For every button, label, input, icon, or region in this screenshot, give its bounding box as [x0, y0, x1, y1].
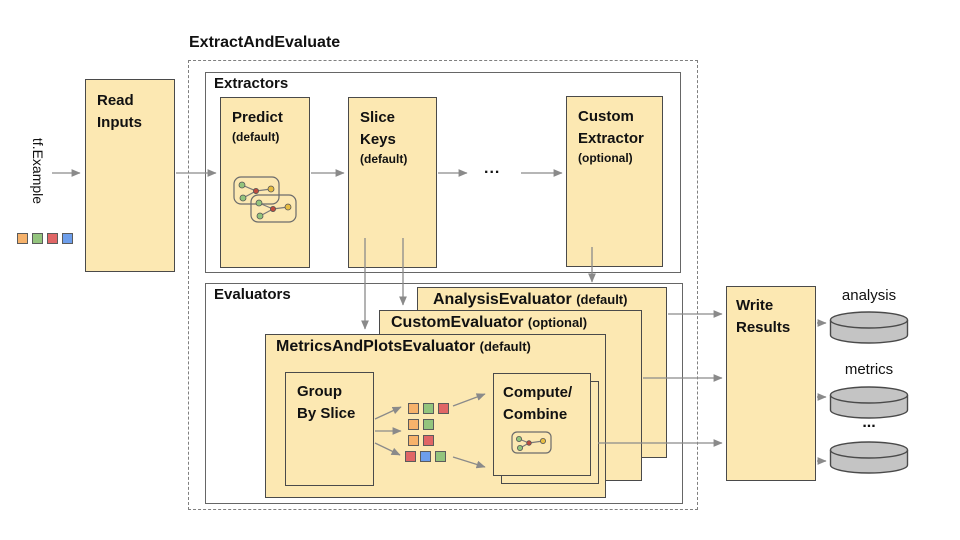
- slice-keys-title: Slice Keys: [360, 109, 396, 148]
- analysis-output-label: analysis: [841, 287, 897, 304]
- evaluators-label: Evaluators: [214, 286, 291, 303]
- compute-combine-box: Compute/ Combine: [493, 373, 591, 476]
- orange-square: [17, 233, 28, 244]
- custom-evaluator-title: CustomEvaluator: [391, 314, 524, 331]
- more-database-icon: [829, 441, 909, 474]
- tf-example-label: tf.Example: [30, 137, 46, 205]
- green-square: [32, 233, 43, 244]
- analysis-database-icon: [829, 311, 909, 344]
- predict-extractor-box: Predict (default): [220, 97, 310, 268]
- evaluators-container: Evaluators: [205, 283, 683, 504]
- model-graph-icon: [233, 176, 297, 223]
- blue-square: [62, 233, 73, 244]
- green-square: [435, 451, 446, 462]
- read-inputs-title: Read Inputs: [97, 92, 142, 131]
- diagram-title: ExtractAndEvaluate: [189, 34, 341, 51]
- metrics-and-plots-evaluator-box: MetricsAndPlotsEvaluator (default) Group…: [265, 334, 606, 498]
- metrics-output-label: metrics: [844, 361, 894, 378]
- metrics-and-plots-qualifier: (default): [479, 339, 531, 354]
- input-data-squares: [17, 233, 73, 244]
- combine-graph-icon: [511, 431, 552, 454]
- extractors-label: Extractors: [214, 75, 289, 92]
- read-inputs-box: Read Inputs: [85, 79, 175, 272]
- slice-keys-extractor-box: Slice Keys (default): [348, 97, 437, 268]
- compute-combine-title: Compute/ Combine: [503, 384, 573, 423]
- more-outputs-label: ...: [862, 414, 876, 431]
- predict-title: Predict: [232, 109, 283, 126]
- green-square: [423, 419, 434, 430]
- orange-square: [408, 419, 419, 430]
- analysis-evaluator-title: AnalysisEvaluator: [433, 291, 572, 308]
- write-results-box: Write Results: [726, 286, 816, 481]
- red-square: [438, 403, 449, 414]
- group-by-slice-box: Group By Slice: [285, 372, 374, 486]
- custom-extractor-qualifier: (optional): [578, 150, 633, 165]
- orange-square: [408, 435, 419, 446]
- custom-evaluator-qualifier: (optional): [527, 315, 588, 330]
- extractors-ellipsis: ...: [484, 160, 501, 177]
- slice-row-4: [405, 451, 446, 462]
- custom-extractor-box: Custom Extractor (optional): [566, 96, 663, 267]
- extract-and-evaluate-container: [188, 60, 698, 510]
- orange-square: [408, 403, 419, 414]
- metrics-database-icon: [829, 386, 909, 419]
- write-results-title: Write Results: [736, 297, 791, 336]
- metrics-and-plots-title: MetricsAndPlotsEvaluator: [276, 338, 476, 355]
- slice-row-1: [408, 403, 449, 414]
- custom-extractor-title: Custom Extractor: [578, 108, 644, 147]
- slice-keys-qualifier: (default): [360, 151, 408, 166]
- red-square: [47, 233, 58, 244]
- red-square: [423, 435, 434, 446]
- analysis-evaluator-qualifier: (default): [576, 292, 628, 307]
- slice-row-3: [408, 435, 434, 446]
- red-square: [405, 451, 416, 462]
- green-square: [423, 403, 434, 414]
- slice-row-2: [408, 419, 434, 430]
- predict-qualifier: (default): [232, 129, 280, 144]
- group-by-slice-title: Group By Slice: [297, 383, 356, 422]
- blue-square: [420, 451, 431, 462]
